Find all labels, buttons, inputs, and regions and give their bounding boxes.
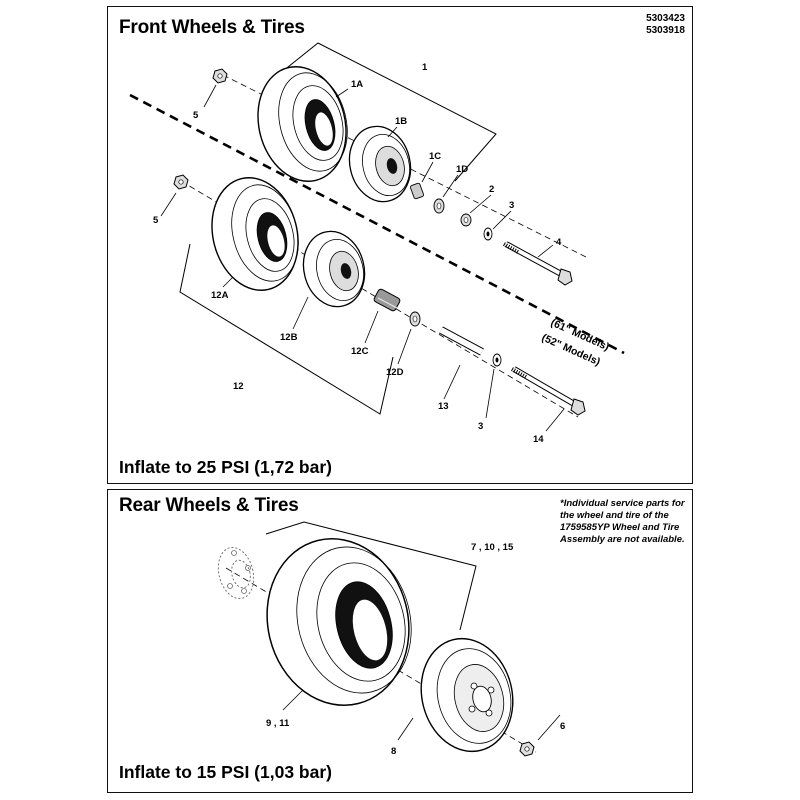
- hub-reference: [217, 546, 255, 600]
- leader-lines: [160, 84, 565, 432]
- callout-13: 13: [438, 401, 449, 412]
- nut-5-upper: [212, 68, 228, 84]
- callout-12: 12: [233, 381, 244, 392]
- bolt-4: [503, 241, 573, 286]
- callout-2: 2: [489, 184, 494, 195]
- bearing-12C: [373, 288, 401, 312]
- model-divider-line: [129, 93, 625, 355]
- callout-3-upper: 3: [509, 200, 514, 211]
- bearing-1C: [410, 182, 424, 200]
- lug-nut-6: [519, 741, 535, 757]
- washer-12D: [409, 311, 421, 327]
- callout-7-10-15: 7 , 10 , 15: [471, 542, 514, 553]
- callout-1A: 1A: [351, 79, 363, 90]
- callout-3-lower: 3: [478, 421, 483, 432]
- rim-1B: [348, 125, 412, 203]
- callout-5-lower: 5: [153, 215, 159, 226]
- bracket-7: [265, 521, 477, 631]
- callout-12A: 12A: [211, 290, 229, 301]
- callout-12D: 12D: [386, 367, 404, 378]
- callout-4: 4: [556, 237, 562, 248]
- rim-12B: [302, 230, 366, 308]
- rear-wheels-panel: Rear Wheels & Tires *Individual service …: [107, 489, 693, 793]
- callout-1B: 1B: [395, 116, 407, 127]
- washer-3-upper: [483, 227, 493, 241]
- callout-9-11: 9 , 11: [266, 718, 290, 729]
- callout-1C: 1C: [429, 151, 441, 162]
- rear-exploded-diagram: 7 , 10 , 15 9 , 11 8 6: [217, 521, 565, 757]
- washer-3-lower: [492, 353, 502, 367]
- nut-5-lower: [173, 174, 189, 190]
- front-wheels-panel: Front Wheels & Tires 5303423 5303918: [107, 6, 693, 484]
- front-part-numbers: 5303423 5303918: [646, 13, 685, 37]
- callout-14: 14: [533, 434, 544, 445]
- callout-12B: 12B: [280, 332, 298, 343]
- callout-5-upper: 5: [193, 110, 199, 121]
- front-inflate-text: Inflate to 25 PSI (1,72 bar): [119, 457, 332, 477]
- washer-1D: [433, 198, 445, 214]
- bracket-1: [277, 42, 497, 182]
- callout-1: 1: [422, 62, 428, 73]
- tire-12A: [211, 177, 299, 291]
- rear-tire: [266, 538, 412, 706]
- part-number-1: 5303423: [646, 13, 685, 24]
- rear-rim: [420, 637, 514, 753]
- front-exploded-diagram: 5 5 1 1A 1B 1C 1D 2 3 4 12A 12B 12C 12D …: [129, 42, 625, 445]
- tire-1A: [257, 66, 348, 182]
- front-title: Front Wheels & Tires: [119, 17, 305, 38]
- callout-1D: 1D: [456, 164, 468, 175]
- spacer-2: [460, 213, 472, 227]
- callout-12C: 12C: [351, 346, 369, 357]
- bolt-14: [511, 366, 586, 416]
- rear-note: *Individual service parts for the wheel …: [560, 498, 685, 545]
- bracket-12: [179, 243, 394, 415]
- rear-inflate-text: Inflate to 15 PSI (1,03 bar): [119, 762, 332, 782]
- callout-8: 8: [391, 746, 396, 757]
- rear-title: Rear Wheels & Tires: [119, 495, 299, 516]
- spacer-13: [439, 326, 484, 356]
- part-number-2: 5303918: [646, 25, 685, 36]
- callout-6: 6: [560, 721, 565, 732]
- rear-leader-lines: [282, 689, 561, 741]
